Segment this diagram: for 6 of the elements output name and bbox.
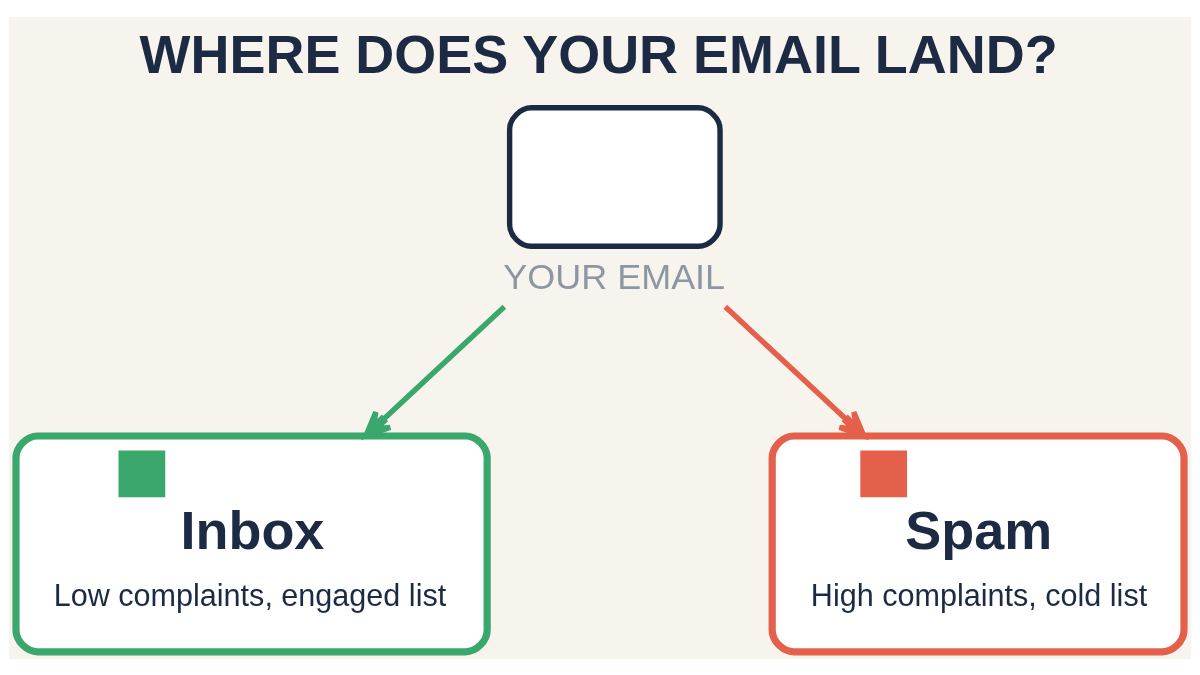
- arrow: [363, 304, 507, 438]
- arrow: [723, 304, 867, 438]
- diagram-title: WHERE DOES YOUR EMAIL LAND?: [139, 23, 1058, 84]
- node-label: YOUR EMAIL: [503, 255, 726, 297]
- node-box: Spam High complaints, cold list: [768, 431, 1188, 655]
- node-box: Inbox Low complaints, engaged list: [12, 431, 491, 655]
